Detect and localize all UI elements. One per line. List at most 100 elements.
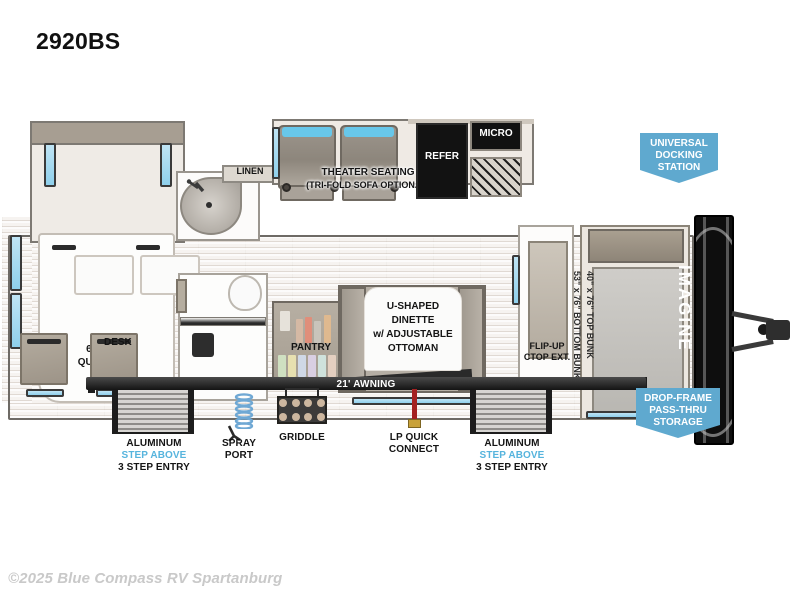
pantry-label: PANTRY	[291, 342, 331, 353]
wardrobe-shelves	[528, 241, 568, 359]
cabinet-handle	[27, 339, 61, 344]
toilet	[228, 275, 262, 311]
microwave	[470, 121, 522, 151]
storage-line-2: PASS-THRU	[649, 405, 707, 416]
dinette-line-4: OTTOMAN	[387, 343, 439, 354]
spray-port-hose-icon	[234, 393, 254, 429]
page-title: 2920BS	[36, 28, 121, 54]
shower-head-icon	[186, 179, 205, 193]
steps-left-line-1: ALUMINUM	[126, 438, 182, 449]
pantry-goods	[318, 355, 326, 377]
theater-seating-option: (TRI-FOLD SOFA OPTIONAL)	[306, 180, 430, 190]
steps-right-line-1: ALUMINUM	[484, 438, 540, 449]
hitch-coupler	[766, 320, 790, 340]
coupler-knob	[758, 324, 769, 335]
pantry-goods	[296, 319, 303, 343]
lp-quick-connect-fitting	[408, 419, 421, 428]
recliner-knob-mid	[330, 183, 339, 192]
bunk-size-label: 40" x 76" TOP BUNK 53" x 76" BOTTOM BUNK	[568, 271, 596, 411]
recliner-knob-right	[390, 183, 399, 192]
bedroom-window-left	[44, 143, 56, 187]
docking-line-3: STATION	[657, 162, 701, 173]
griddle-label: GRIDDLE	[279, 432, 325, 443]
a-frame-tongue-lower	[731, 339, 774, 352]
trailer-body-outline	[8, 235, 694, 420]
griddle-burner	[279, 413, 288, 421]
storage-line-3: STORAGE	[653, 417, 703, 428]
steps-left-label: ALUMINUM STEP ABOVE 3 STEP ENTRY	[106, 438, 202, 474]
vanity-sink	[192, 333, 214, 357]
pantry-goods	[278, 355, 286, 377]
cap-swoosh-graphic	[696, 227, 732, 437]
recliner-knob-left	[282, 183, 291, 192]
bunk-overhead-cabinet	[588, 229, 684, 263]
dinette-seat-left	[340, 287, 366, 391]
recliner-headrest	[344, 127, 394, 137]
pantry-goods	[314, 321, 321, 343]
pantry-goods	[308, 355, 316, 377]
awning-label: 21' AWNING	[336, 379, 396, 390]
pantry-goods	[298, 355, 306, 377]
steps-left-line-2: STEP ABOVE	[121, 450, 187, 461]
refrigerator	[416, 123, 468, 199]
imagine-brand-text: IMAGINE	[675, 265, 694, 352]
copyright-text: ©2025 Blue Compass RV Spartanburg	[8, 570, 283, 587]
steps-left-line-3: 3 STEP ENTRY	[118, 462, 190, 473]
griddle-burner	[279, 399, 288, 407]
theater-window	[272, 127, 280, 179]
lp-line-1: LP QUICK	[389, 432, 439, 443]
griddle-burner	[304, 413, 313, 421]
spray-port-line-2: PORT	[224, 450, 254, 461]
spray-port-label: SPRAY PORT	[208, 438, 270, 462]
recliner-base	[280, 185, 334, 201]
left-wall-window-lower	[10, 293, 22, 349]
spray-nozzle-icon	[227, 425, 241, 442]
desk-window-left	[26, 389, 64, 397]
vanity-countertop	[180, 317, 266, 326]
refrigerator-label: REFER	[425, 151, 459, 162]
flip-up-counter-label: FLIP-UP CTOP EXT.	[516, 341, 578, 363]
docking-line-2: DOCKING	[655, 150, 703, 161]
cabinet-handle	[97, 339, 131, 344]
entry-steps-right	[470, 390, 552, 434]
steps-right-line-2: STEP ABOVE	[479, 450, 545, 461]
spray-port-line-1: SPRAY	[221, 438, 257, 449]
pantry-goods	[324, 315, 331, 343]
recliner-right	[340, 125, 398, 201]
wardrobe-window	[512, 255, 520, 305]
theater-seating-title: THEATER SEATING	[321, 167, 415, 178]
queen-pillow-left	[74, 255, 134, 295]
recliner-headrest	[282, 127, 332, 137]
griddle-burner	[291, 413, 300, 421]
pantry-goods	[305, 317, 312, 343]
dinette-label: U-SHAPED DINETTE w/ ADJUSTABLE OTTOMAN	[364, 287, 462, 371]
left-wall-window-upper	[10, 235, 22, 291]
dinette-line-1: U-SHAPED	[386, 301, 440, 312]
griddle-burner	[291, 399, 300, 407]
lp-line-2: CONNECT	[388, 444, 440, 455]
griddle-mount	[285, 388, 319, 397]
bathroom-door	[176, 279, 187, 313]
microwave-label: MICRO	[479, 128, 513, 139]
bedroom-window-right	[160, 143, 172, 187]
pantry-goods	[328, 355, 336, 377]
recliner-base	[342, 185, 396, 201]
universal-docking-station-badge: UNIVERSAL DOCKING STATION	[640, 133, 718, 183]
pantry-goods	[280, 311, 290, 331]
bed-rail-left	[52, 245, 76, 250]
floorplan-drawing: 60" x 80" QUEEN BED DESK LINEN	[0, 105, 800, 505]
shower-drain-icon	[206, 202, 212, 208]
bedroom-headboard	[32, 123, 183, 145]
steps-right-line-3: 3 STEP ENTRY	[476, 462, 548, 473]
dinette-line-2: DINETTE	[391, 315, 435, 326]
flip-up-line-2: CTOP EXT.	[523, 352, 571, 362]
bottom-bunk-size: 53" x 76" BOTTOM BUNK	[572, 271, 582, 380]
docking-line-1: UNIVERSAL	[650, 138, 708, 149]
desk-label: DESK	[104, 337, 132, 348]
entry-steps-left	[112, 390, 194, 434]
awning-bar	[86, 377, 646, 390]
lp-quick-connect-line	[412, 389, 417, 421]
flip-up-line-1: FLIP-UP	[529, 341, 565, 351]
theater-seating-label: THEATER SEATING (TRI-FOLD SOFA OPTIONAL)	[278, 167, 458, 191]
